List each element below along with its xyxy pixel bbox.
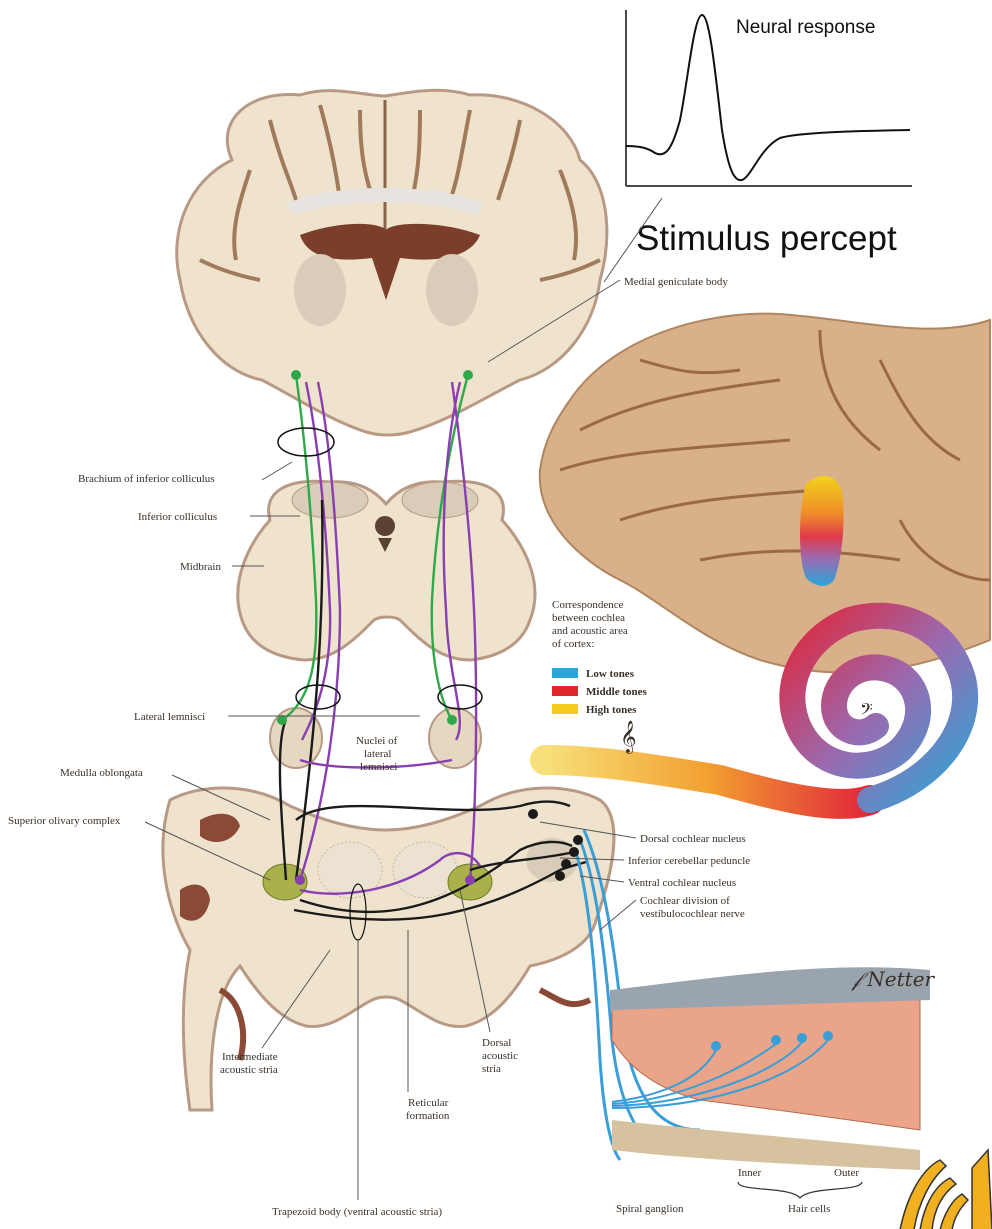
label-medial-geniculate-body: Medial geniculate body <box>624 276 728 288</box>
label-lateral-lemnisci: Lateral lemnisci <box>134 711 205 723</box>
label-intermediate-stria-1: Intermediate <box>222 1051 278 1063</box>
label-dorsal-cochlear-nucleus: Dorsal cochlear nucleus <box>640 833 746 845</box>
legend-label-high: High tones <box>586 704 637 716</box>
treble-clef-icon: 𝄞 <box>620 721 637 754</box>
tone-legend: Correspondence between cochlea and acous… <box>552 599 648 716</box>
auditory-cortex-tonotopy <box>800 476 844 586</box>
legend-label-middle: Middle tones <box>586 686 648 698</box>
legend-swatch-middle <box>552 686 578 696</box>
label-inferior-colliculus: Inferior colliculus <box>138 511 217 523</box>
bass-clef-icon: 𝄢 <box>860 701 873 723</box>
graph-caption: Stimulus percept <box>636 219 897 258</box>
label-hair-cells: Hair cells <box>788 1203 830 1215</box>
label-spiral-ganglion: Spiral ganglion <box>616 1203 684 1215</box>
coronal-brain-section <box>177 90 607 435</box>
legend-swatch-high <box>552 704 578 714</box>
legend-label-low: Low tones <box>586 668 635 680</box>
neural-response-graph: Neural response Stimulus percept <box>604 10 912 282</box>
label-nuclei-lemnisci-3: lemnisci <box>360 761 397 773</box>
label-nuclei-lemnisci-1: Nuclei of <box>356 735 398 747</box>
label-midbrain: Midbrain <box>180 561 221 573</box>
label-nuclei-lemnisci-2: lateral <box>364 748 391 760</box>
label-inner: Inner <box>738 1167 762 1179</box>
label-superior-olivary-complex: Superior olivary complex <box>8 815 121 827</box>
label-cochlear-division-2: vestibulocochlear nerve <box>640 908 745 920</box>
label-trapezoid-body: Trapezoid body (ventral acoustic stria) <box>272 1206 442 1218</box>
midbrain-section <box>238 481 535 660</box>
legend-heading-1: Correspondence <box>552 599 624 611</box>
label-dorsal-stria-2: acoustic <box>482 1050 518 1062</box>
label-dorsal-stria-1: Dorsal <box>482 1037 511 1049</box>
legend-heading-4: of cortex: <box>552 638 594 650</box>
legend-swatch-low <box>552 668 578 678</box>
label-dorsal-stria-3: stria <box>482 1063 501 1075</box>
label-outer: Outer <box>834 1167 859 1179</box>
label-reticular-formation-1: Reticular <box>408 1097 449 1109</box>
organ-of-corti-inset: 𝒻 Netter <box>610 967 936 1170</box>
label-cochlear-division-1: Cochlear division of <box>640 895 730 907</box>
label-reticular-formation-2: formation <box>406 1110 450 1122</box>
label-intermediate-stria-2: acoustic stria <box>220 1064 278 1076</box>
graph-title: Neural response <box>736 17 875 38</box>
hair-cells-brace <box>738 1182 862 1198</box>
label-ventral-cochlear-nucleus: Ventral cochlear nucleus <box>628 877 736 889</box>
label-inferior-cerebellar-peduncle: Inferior cerebellar peduncle <box>628 855 750 867</box>
legend-heading-3: and acoustic area <box>552 625 628 637</box>
legend-heading-2: between cochlea <box>552 612 625 624</box>
label-medulla-oblongata: Medulla oblongata <box>60 767 143 779</box>
signature: 𝒻 Netter <box>850 967 936 991</box>
label-brachium-inferior-colliculus: Brachium of inferior colliculus <box>78 473 215 485</box>
neural-response-curve <box>626 15 910 180</box>
